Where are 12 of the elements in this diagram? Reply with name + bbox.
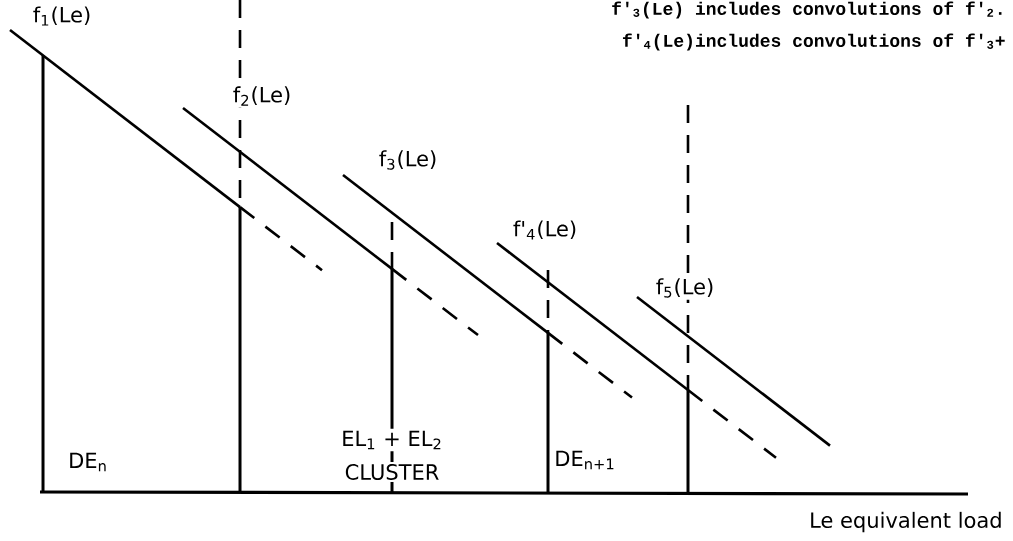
curve-label: EL$_{1}$ + EL$_{2}$ [339, 428, 445, 452]
note-text: f'$_{4}$(Le)includes convolutions of f'$_{3}$+ [622, 33, 1005, 51]
curve-label: f$_{2}$(Le) [230, 84, 294, 108]
curve-label: f$_{5}$(Le) [653, 276, 717, 300]
curve-label: CLUSTER [342, 462, 442, 482]
curve-label: f'$_{4}$(Le) [510, 218, 580, 242]
curve-label: DE$_{n}$ [66, 450, 110, 474]
curve-label: DE$_{n+1}$ [552, 448, 618, 472]
curve-label: f$_{1}$(Le) [30, 4, 94, 28]
curve-label: f$_{3}$(Le) [376, 148, 440, 172]
curve-label: Le equivalent load [807, 509, 1005, 535]
note-text: f'$_{3}$(Le) includes convolutions of f'$_{2}$. [612, 1, 1002, 19]
